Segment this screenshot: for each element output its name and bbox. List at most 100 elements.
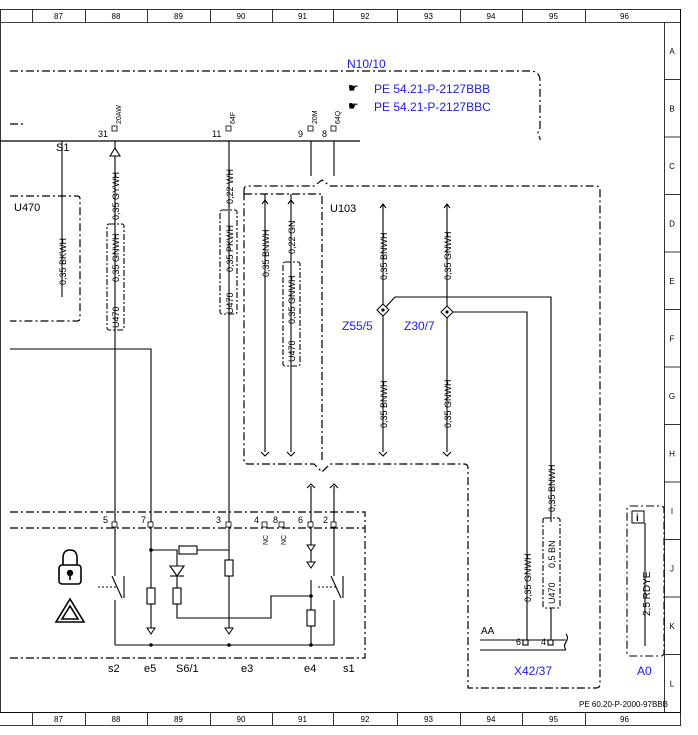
grid-row-label: B	[669, 104, 674, 113]
grid-column-label: 90	[237, 12, 246, 21]
reference-text-1: PE 54.21-P-2127BBB	[374, 82, 490, 96]
a0-wire-label: 2,5 RDYE	[642, 571, 653, 616]
grid-column-label: 89	[174, 715, 183, 724]
wire-bnwh-a-low-label: 0,35 BNWH	[379, 380, 389, 428]
grid-column-label: 88	[112, 12, 121, 21]
grid-column-label: 93	[424, 12, 433, 21]
s1-pins: 31 20AW 11 64F 9 20M 8 64Q	[98, 105, 342, 139]
svg-text:NC: NC	[263, 535, 270, 545]
u470-w1-tag: U470	[111, 306, 121, 328]
grid-row-label: K	[669, 622, 675, 631]
grid-row-label: H	[669, 449, 675, 458]
grid-column-label: 90	[237, 715, 246, 724]
svg-text:2: 2	[323, 515, 328, 525]
footer-reference: PE 60.20-P-2000-97BBB	[579, 700, 668, 709]
svg-text:9: 9	[298, 129, 303, 139]
grid-column-label: 89	[174, 12, 183, 21]
node-z30-7-label: Z30/7	[404, 319, 435, 333]
u470-tag-w4	[282, 261, 301, 367]
grid-column-label: 92	[361, 715, 370, 724]
reference-text-2: PE 54.21-P-2127BBC	[374, 100, 491, 114]
led-symbols	[146, 544, 316, 635]
switch-circuitry	[98, 527, 344, 646]
switch-unit-pins: 5 7 3 4 8 6 2 NC NC	[103, 515, 337, 545]
n10-label: N10/10	[347, 57, 386, 71]
svg-text:3: 3	[216, 515, 221, 525]
wire-gnwh-b-low-label: 0,35 GNWH	[443, 379, 453, 428]
grid-column-label: 96	[620, 715, 629, 724]
svg-text:6: 6	[298, 515, 303, 525]
reference-link-2[interactable]: ☛ PE 54.21-P-2127BBC	[348, 99, 491, 114]
wire-gywh-label: 0,35 GYWH	[111, 172, 121, 220]
grid-row-label: E	[669, 277, 674, 286]
node-z55-5-label: Z55/5	[342, 319, 373, 333]
switch-unit-boundary	[10, 511, 366, 659]
wire-pin9-8	[310, 141, 335, 176]
grid-column-label: 93	[424, 715, 433, 724]
s1-pin-9: 9 20M	[298, 110, 319, 139]
svg-text:31: 31	[98, 129, 108, 139]
u470-left-label: U470	[14, 202, 40, 214]
wire-pkwh-label: 0,35 PKWH	[225, 225, 235, 272]
grid-row-label: C	[669, 162, 675, 171]
s1-pin-11: 11 64F	[212, 112, 237, 139]
grid-row-label: A	[669, 47, 675, 56]
wire-wh-label: 0,22 WH	[225, 169, 235, 204]
wire-gnwh-w4-label: 0,35 GNWH	[287, 275, 297, 324]
hazard-warning-icon	[54, 597, 86, 623]
junction-dots	[149, 548, 313, 647]
x42-group-label: AA	[481, 626, 495, 637]
grid-row-label: J	[670, 564, 674, 573]
grid-column-label: 87	[54, 715, 63, 724]
svg-text:s1: s1	[343, 663, 355, 675]
wire-bnwh-a-label: 0,35 BNWH	[379, 232, 389, 280]
wire-gywh	[109, 141, 121, 522]
wire-bn-05-label: 0,5 BN	[547, 540, 557, 568]
wire-to-pin7	[10, 348, 152, 522]
svg-text:8: 8	[322, 129, 327, 139]
u470-w4-tag: U470	[287, 340, 297, 362]
svg-text:NC: NC	[281, 535, 288, 545]
u470-tag-w2	[219, 209, 238, 315]
reference-link-1[interactable]: ☛ PE 54.21-P-2127BBB	[348, 81, 490, 96]
u470-we-tag: U470	[547, 582, 557, 604]
svg-text:11: 11	[212, 129, 221, 139]
s1-pin-8: 8 64Q	[322, 110, 342, 139]
wire-bnwh-c-label: 0,35 BNWH	[547, 464, 557, 512]
lock-icon	[58, 549, 82, 585]
u470-left-box	[10, 195, 81, 322]
hand-pointer-icon: ☛	[348, 99, 359, 113]
u103-left-wires	[260, 194, 296, 457]
grid-column-label: 96	[620, 12, 629, 21]
x42-label: X42/37	[514, 664, 552, 678]
svg-text:i: i	[636, 513, 639, 524]
svg-text:4: 4	[254, 515, 259, 525]
info-icon[interactable]: i	[631, 510, 645, 524]
wire-gn-label: 0,22 GN	[287, 220, 297, 254]
splice-z55-5[interactable]	[376, 303, 390, 317]
wire-gnwh-d-label: 0,35 GNWH	[523, 553, 533, 602]
svg-text:64F: 64F	[230, 112, 237, 124]
s1-pin-31: 31 20AW	[98, 105, 123, 139]
u103-label: U103	[330, 203, 356, 215]
grid-column-label: 91	[298, 715, 307, 724]
x42-connector[interactable]	[480, 633, 569, 651]
svg-text:7: 7	[141, 515, 146, 525]
x42-pin-4: 4	[541, 637, 546, 647]
grid-row-label: G	[669, 392, 675, 401]
svg-text:5: 5	[103, 515, 108, 525]
u470-w2-tag: U470	[225, 292, 235, 314]
grid-row-label: L	[670, 679, 675, 688]
grid-column-label: 92	[361, 12, 370, 21]
svg-text:20AW: 20AW	[116, 105, 123, 124]
wire-gnwh-w1-label: 0,35 GNWH	[111, 233, 121, 282]
wires-to-s1-switch	[306, 483, 339, 522]
svg-text:e5: e5	[144, 663, 156, 675]
svg-text:64Q: 64Q	[335, 110, 342, 124]
svg-text:e3: e3	[241, 663, 253, 675]
wire-bnwh-left-label: 0,35 BNWH	[261, 229, 271, 277]
splice-z30-7[interactable]	[440, 305, 454, 319]
grid-column-label: 95	[549, 12, 558, 21]
bkwh-wire-label: 0,35 BKWH	[58, 238, 68, 285]
